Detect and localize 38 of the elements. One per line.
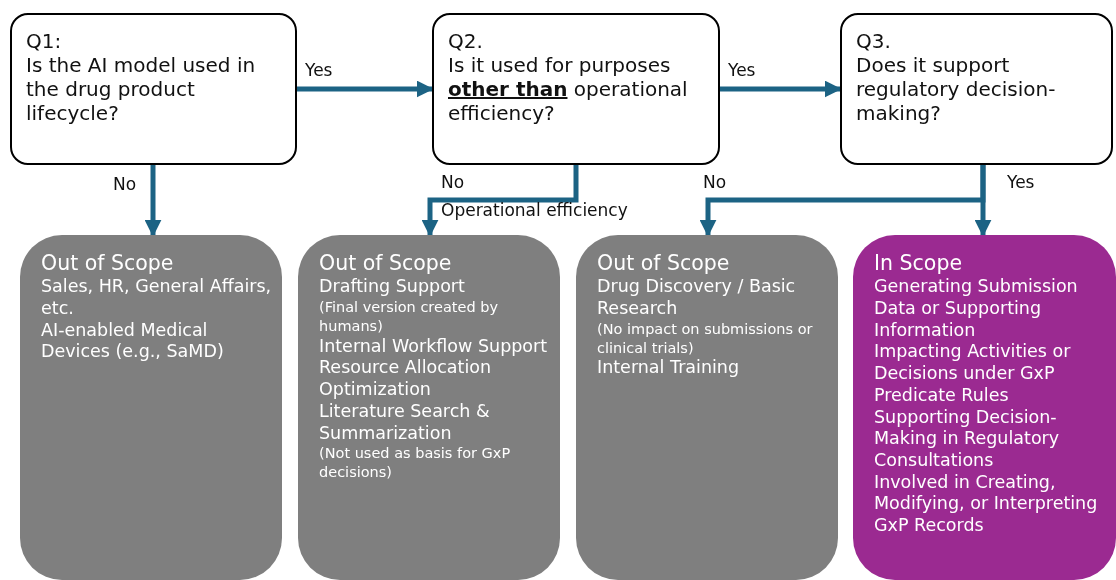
item-text: Internal Training [597,357,741,380]
box-heading: Out of Scope [597,251,731,277]
item-text: Internal Workflow Support [319,335,549,358]
item-text: Drug Discovery / Basic Research [597,276,797,320]
question-text: Is the AI model used in the drug product lifecycle? [26,53,257,125]
question-text: Does it support regulatory decision-making? [856,53,1057,125]
item-text: Literature Search & Summarization [319,400,491,445]
question-box [840,13,1113,165]
item-text: AI-enabled Medical Devices (e.g., SaMD) [41,319,225,364]
arrow [720,80,842,98]
out-of-scope-box [298,235,560,580]
arrow [974,165,992,237]
question-number: Q3. [856,29,892,53]
item-text: Supporting Decision-Making in Regulatory Consultations [874,406,1061,472]
question-box [432,13,720,165]
arrow [421,165,579,237]
arrow [144,165,162,237]
box-heading: Out of Scope [319,251,453,277]
out-of-scope-box [20,235,282,580]
box-heading: Out of Scope [41,251,175,277]
question-text: Is it used for purposes other than operational efficiency? [448,53,689,125]
item-text: Sales, HR, General Affairs, etc. [41,276,273,320]
note-text: (No impact on submissions or clinical trials) [597,319,814,358]
arrow [297,80,434,98]
note-label: Operational efficiency [440,200,629,220]
question-number: Q2. [448,29,484,53]
note-text: (Not used as basis for GxP decisions) [319,444,512,482]
item-text: Impacting Activities or Decisions under GxP Predicate Rules [874,341,1072,407]
item-text: Resource Allocation Optimization [319,357,493,401]
out-of-scope-box [576,235,838,580]
question-number: Q1: [26,29,63,53]
question-box [10,13,297,165]
note-text: (Final version created by humans) [319,298,500,336]
item-text: Generating Submission Data or Supporting Information [874,276,1079,342]
item-text: Drafting Support [319,276,466,299]
box-heading: In Scope [874,251,963,277]
item-text: Involved in Creating, Modifying, or Interpreting GxP Records [874,471,1099,537]
in-scope-box [853,235,1116,580]
